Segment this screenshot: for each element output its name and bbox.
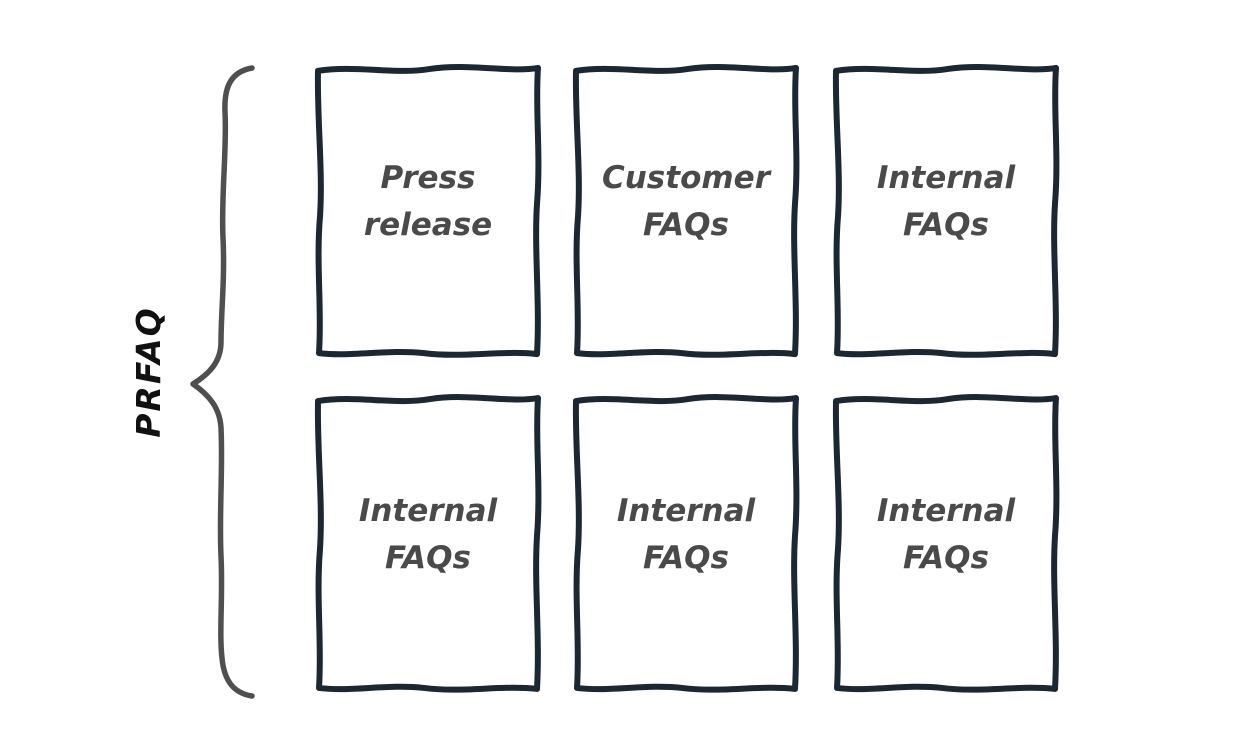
doc-card-label: Internal FAQs bbox=[616, 492, 756, 576]
doc-card-press-release: Press release bbox=[310, 60, 546, 363]
doc-card-label: Internal FAQs bbox=[876, 160, 1016, 244]
doc-card-internal-faqs-3: Internal FAQs bbox=[568, 390, 804, 698]
doc-card-label: Internal FAQs bbox=[358, 492, 498, 576]
brace-label: PRFAQ bbox=[128, 306, 168, 438]
doc-card-label: Internal FAQs bbox=[876, 492, 1016, 576]
doc-card-internal-faqs-1: Internal FAQs bbox=[828, 60, 1064, 363]
brace-curve bbox=[190, 65, 255, 699]
doc-card-internal-faqs-2: Internal FAQs bbox=[310, 390, 546, 698]
doc-card-customer-faqs: Customer FAQs bbox=[568, 60, 804, 363]
doc-card-internal-faqs-4: Internal FAQs bbox=[828, 390, 1064, 698]
doc-card-label: Customer FAQs bbox=[601, 160, 770, 244]
doc-card-label: Press release bbox=[363, 160, 493, 244]
